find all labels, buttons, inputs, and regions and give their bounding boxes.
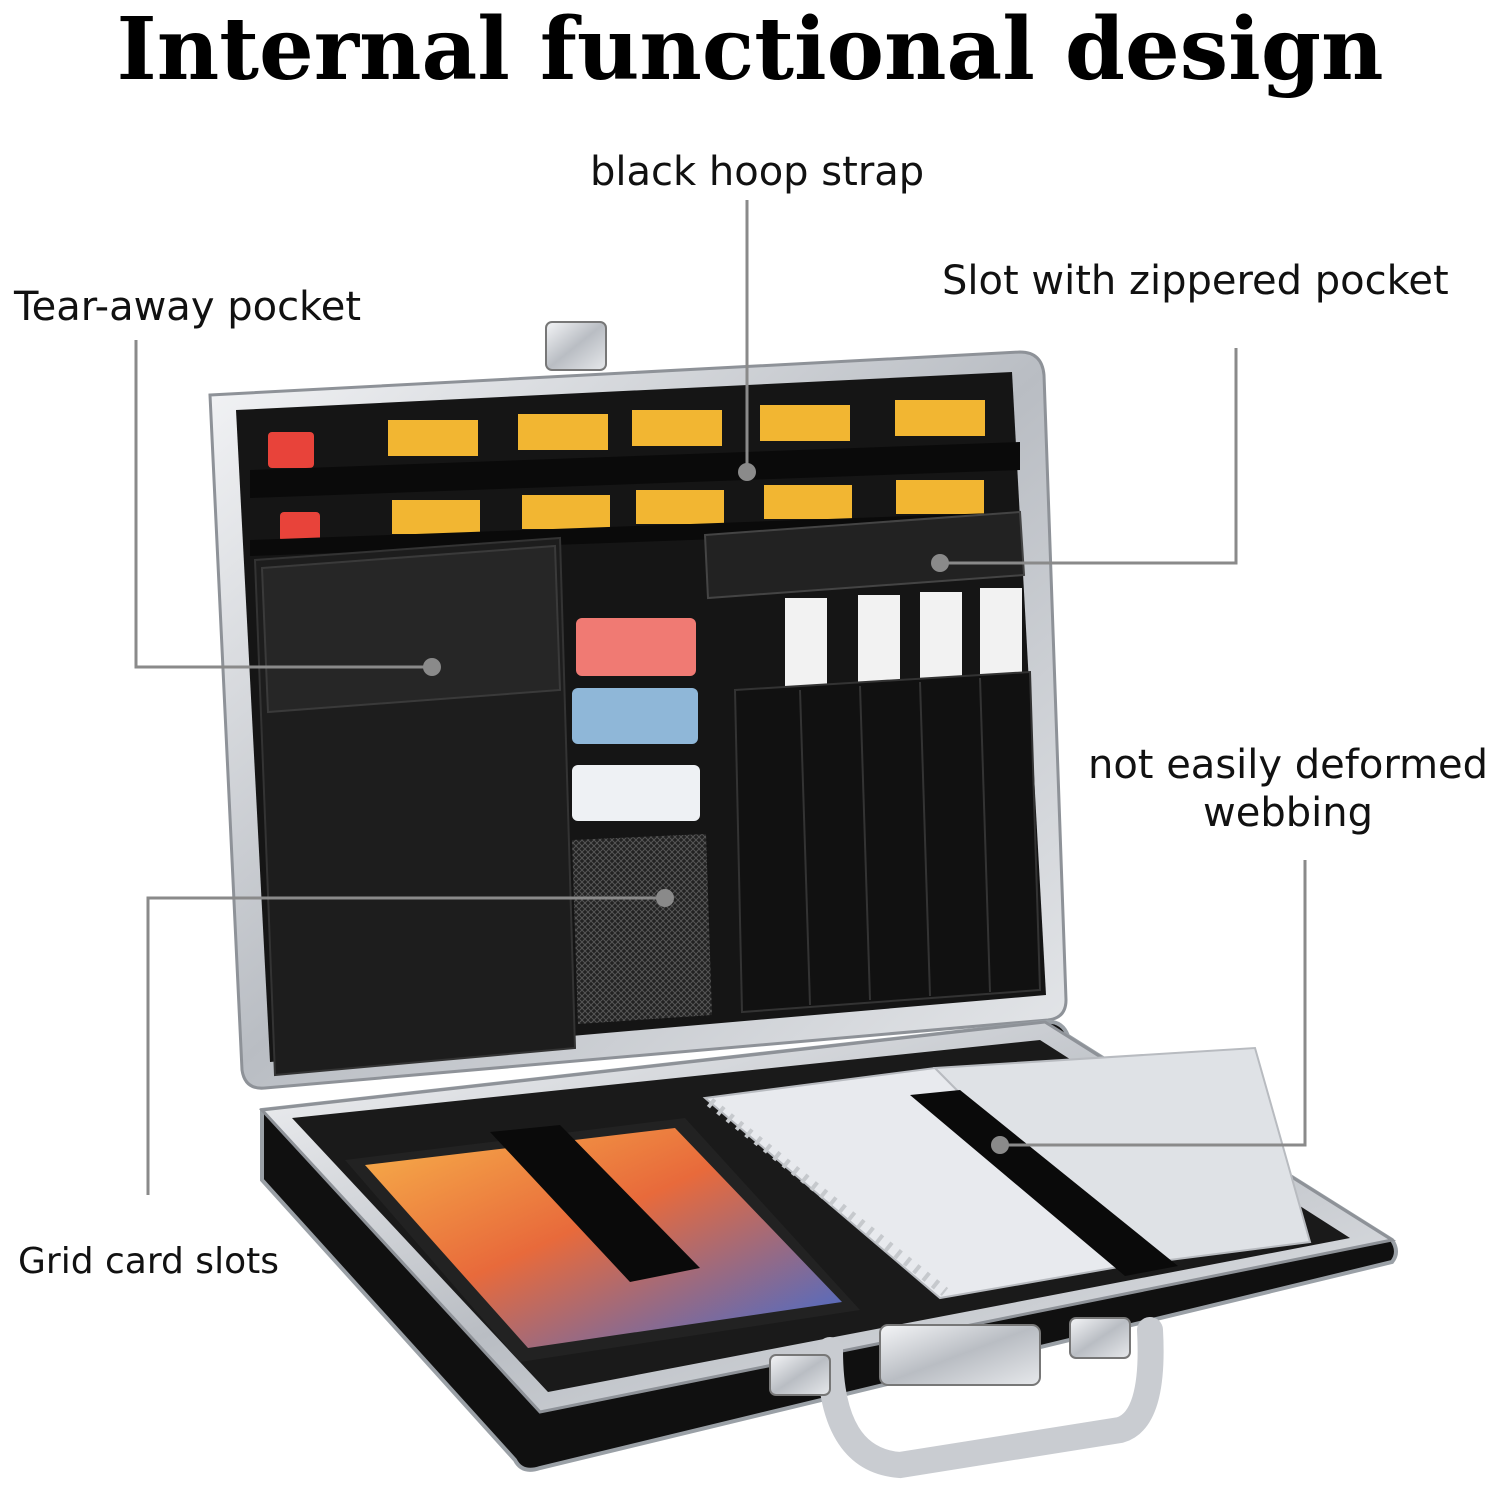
sd-card-rows (250, 400, 1020, 556)
zippered-pocket (703, 510, 1026, 600)
leader-tear-away-pocket (134, 340, 432, 669)
pen-slots (733, 588, 1042, 1014)
page-title: Internal functional design (116, 0, 1384, 100)
callout-deformed-webbing-line1: not easily deformed (1087, 742, 1489, 788)
callout-leader-lines (134, 200, 1307, 1195)
notebook (702, 1046, 1312, 1300)
combination-lock (879, 1324, 1041, 1386)
callout-deformed-webbing-line2: webbing (1203, 790, 1373, 836)
callout-tear-away-pocket: Tear-away pocket (14, 284, 362, 330)
callout-black-hoop-strap: black hoop strap (590, 149, 925, 195)
lid-latch (545, 321, 607, 371)
leader-grid-card-slots (146, 896, 665, 1195)
webbing-strap-left (490, 1125, 700, 1282)
grid-card-slots (572, 618, 712, 1024)
leader-zippered-pocket (940, 348, 1238, 565)
callout-slot-zippered-pocket: Slot with zippered pocket (942, 258, 1449, 304)
callout-grid-card-slots: Grid card slots (18, 1241, 279, 1282)
webbing-strap-right (910, 1090, 1178, 1276)
handle-and-lock (769, 1317, 1164, 1479)
leader-webbing (1000, 860, 1307, 1147)
